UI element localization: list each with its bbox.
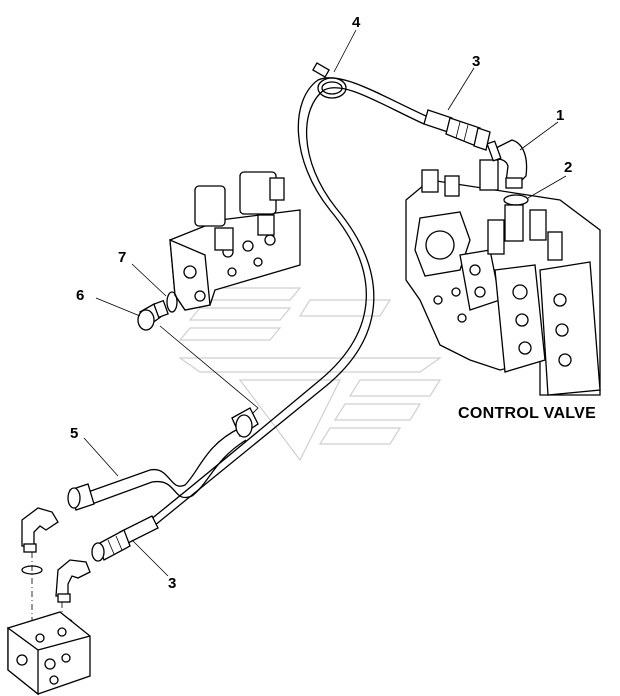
hose-fitting-3-top — [423, 109, 491, 151]
callout-1: 1 — [556, 107, 564, 124]
o-ring-7 — [166, 291, 178, 313]
elbow-fitting-1 — [486, 139, 528, 189]
callout-7: 7 — [118, 249, 126, 266]
leader-2 — [527, 175, 567, 199]
callout-2: 2 — [564, 159, 572, 176]
elbow-fitting-lower-left-b — [55, 559, 91, 603]
callout-4: 4 — [352, 14, 361, 31]
long-hose-3 — [149, 77, 427, 527]
hose-fitting-3-bottom — [91, 515, 159, 562]
control-valve-body — [405, 159, 601, 396]
lower-manifold-block — [7, 611, 91, 696]
leader-6 — [95, 297, 141, 317]
hose-assembly-5 — [67, 407, 259, 511]
o-ring-2 — [503, 194, 529, 206]
callout-3-bottom: 3 — [168, 575, 176, 592]
leader-3-top — [447, 67, 475, 111]
leader-1 — [519, 121, 559, 151]
leader-4 — [333, 29, 357, 73]
leader-7 — [131, 263, 167, 297]
callout-3-top: 3 — [472, 53, 480, 70]
watermark-logo — [178, 287, 442, 462]
callout-6: 6 — [76, 287, 84, 304]
leader-3-bottom — [131, 539, 169, 577]
leader-5 — [83, 437, 119, 477]
control-valve-label: CONTROL VALVE — [458, 405, 596, 422]
callout-5: 5 — [70, 425, 78, 442]
adapter-fitting-6 — [137, 299, 169, 331]
elbow-fitting-lower-left-a — [21, 507, 59, 553]
solenoid-valve-block — [169, 171, 301, 311]
